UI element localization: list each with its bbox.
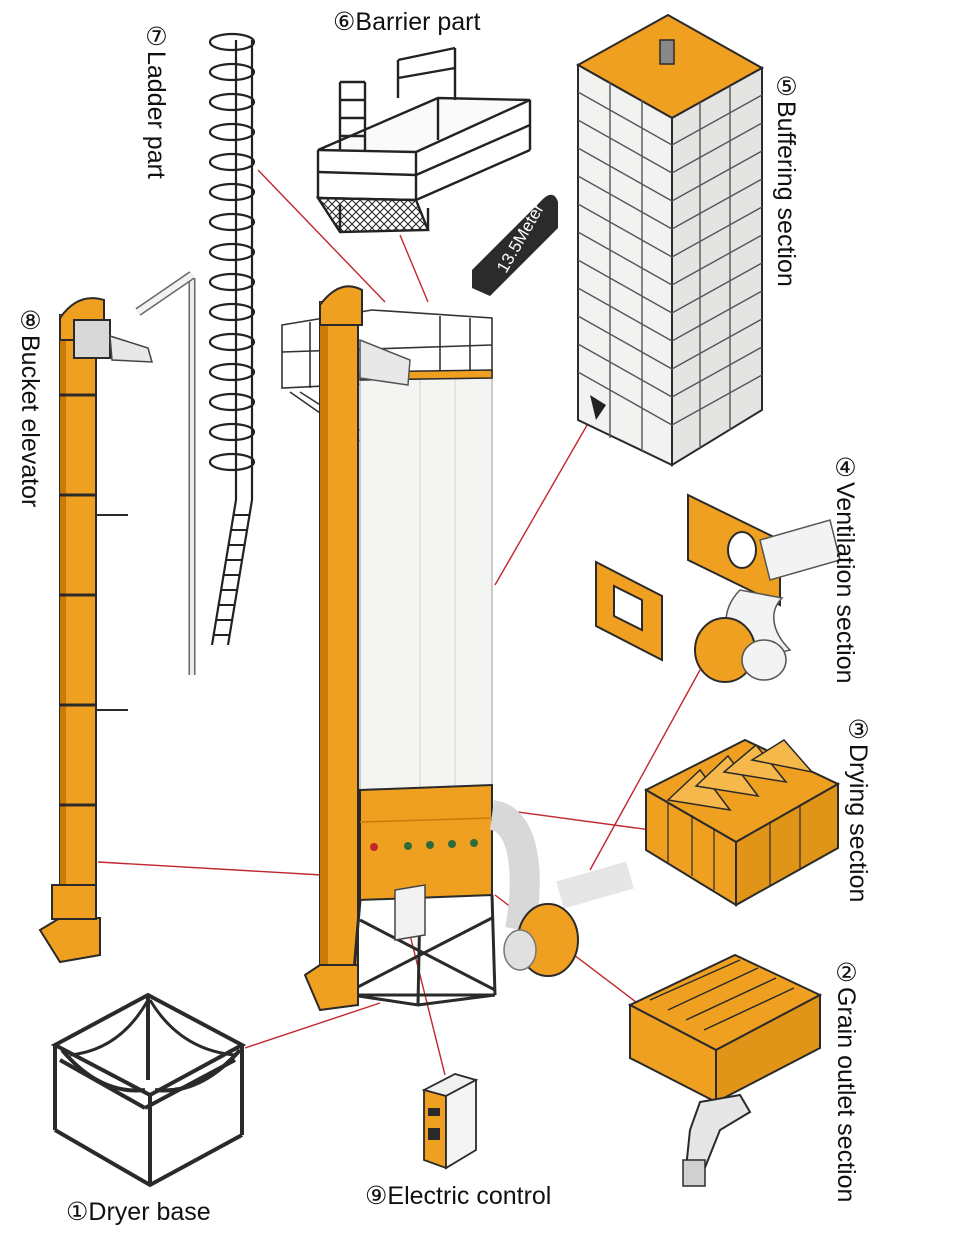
label-ventilation-section: ④Ventilation section	[831, 453, 859, 684]
label-drying-section: ③Drying section	[844, 715, 872, 903]
barrier-part-illustration	[315, 46, 532, 234]
ventilation-section-illustration	[595, 493, 841, 683]
grain-outlet-section-illustration	[627, 953, 823, 1187]
buffering-section-illustration	[575, 13, 765, 467]
label-grain-outlet-section: ②Grain outlet section	[832, 958, 860, 1203]
dryer-base-illustration	[50, 992, 247, 1188]
label-bucket-elevator: ⑧Bucket elevator	[16, 306, 44, 508]
label-barrier-part: ⑥Barrier part	[333, 8, 481, 36]
height-badge: 13.5Meter	[472, 194, 558, 296]
drying-section-illustration	[643, 738, 841, 907]
assembled-dryer-illustration	[281, 285, 634, 1012]
electric-control-illustration	[421, 1073, 479, 1170]
label-electric-control: ⑨Electric control	[365, 1182, 552, 1210]
label-buffering-section: ⑤Buffering section	[772, 72, 800, 287]
label-ladder-part: ⑦Ladder part	[142, 22, 170, 179]
label-dryer-base: ①Dryer base	[66, 1198, 211, 1226]
ladder-part-illustration	[135, 32, 256, 675]
bucket-elevator-illustration	[38, 297, 154, 964]
